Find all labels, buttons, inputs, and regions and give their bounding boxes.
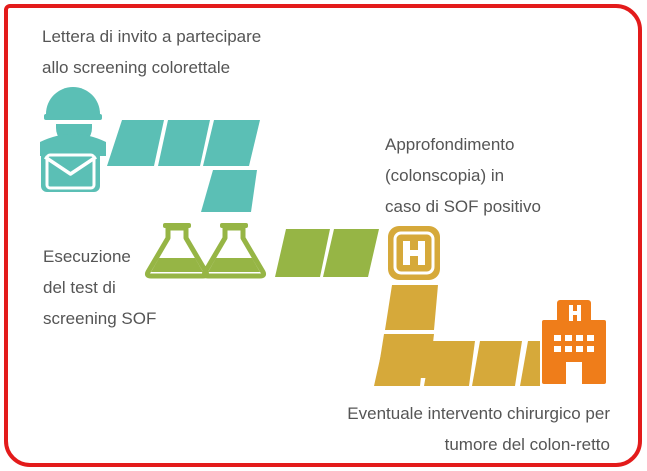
- green-path-tiles: [275, 229, 379, 277]
- path-tile: [323, 229, 379, 277]
- diagram-frame: [4, 4, 642, 467]
- path-tile: [158, 120, 210, 166]
- path-tile: [520, 341, 540, 386]
- flask-icon: [201, 223, 267, 279]
- hospital-h-sign-icon: [388, 226, 440, 280]
- path-tile: [374, 341, 425, 386]
- path-tile: [385, 285, 438, 330]
- hospital-building-icon: [542, 300, 606, 384]
- path-tile: [424, 341, 475, 386]
- test-step-label: Esecuzione del test di screening SOF: [43, 247, 157, 328]
- path-tile: [107, 120, 164, 166]
- path-tile: [275, 229, 330, 277]
- path-tile: [472, 341, 522, 386]
- gold-path-tiles: [374, 285, 540, 386]
- invitation-step-label: Lettera di invito a partecipare allo scr…: [42, 27, 262, 77]
- colonoscopy-step-label: Approfondimento (colonscopia) in caso di…: [385, 135, 541, 216]
- path-tile: [203, 120, 260, 166]
- teal-path-tiles: [107, 120, 260, 212]
- person-with-envelope-icon: [40, 87, 106, 192]
- surgery-step-label: Eventuale intervento chirurgico per tumo…: [347, 404, 610, 454]
- path-tile: [201, 170, 257, 212]
